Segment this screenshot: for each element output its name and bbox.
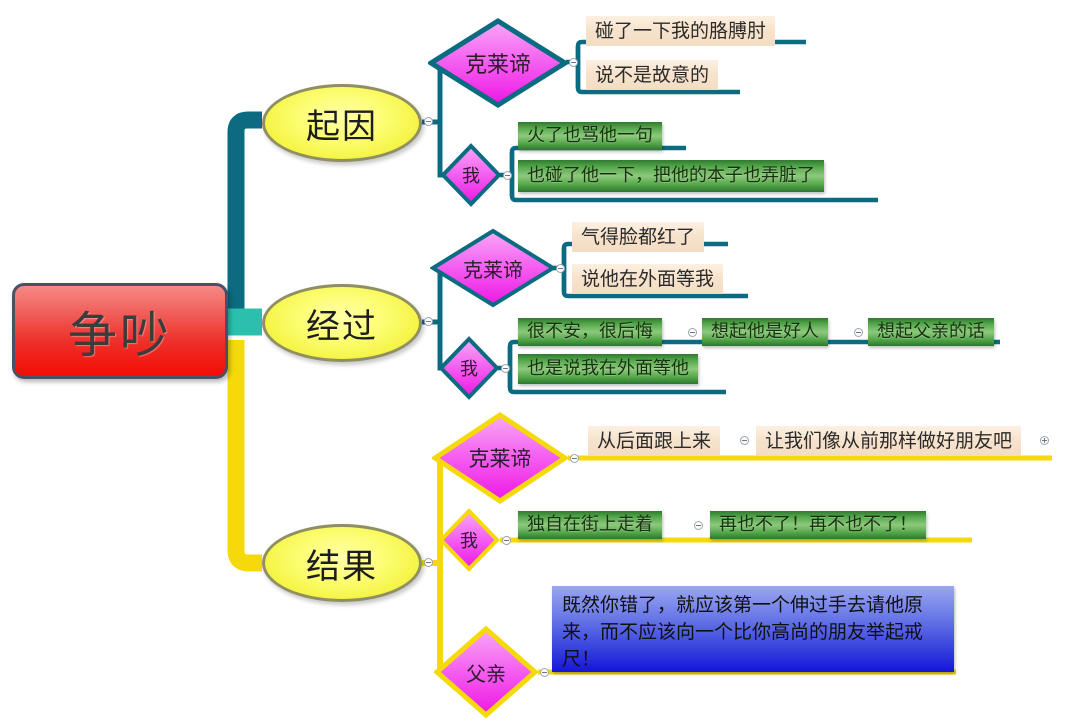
root-node[interactable]: 争吵 bbox=[12, 283, 228, 379]
branch-node-result[interactable]: 结果 bbox=[262, 524, 422, 602]
leaf-text: 也是说我在外面等他 bbox=[527, 358, 689, 380]
leaf-text: 再也不了！再不也不了！ bbox=[719, 514, 917, 536]
collapse-dot-process[interactable] bbox=[424, 317, 433, 326]
diamond-shape bbox=[430, 228, 556, 308]
leaf-text: 想起他是好人 bbox=[711, 321, 819, 343]
collapse-dot-result[interactable] bbox=[424, 558, 433, 567]
diamond-shape bbox=[428, 18, 568, 108]
diamond-shape bbox=[440, 143, 502, 207]
leaf-text: 说不是故意的 bbox=[595, 63, 710, 86]
collapse-dot-sibling[interactable] bbox=[854, 328, 863, 337]
leaf-text: 想起父亲的话 bbox=[877, 321, 985, 343]
branch-node-cause[interactable]: 起因 bbox=[262, 84, 422, 162]
collapse-dot-sibling[interactable] bbox=[694, 521, 703, 530]
collapse-dot-node[interactable] bbox=[556, 264, 565, 273]
node-result-me[interactable]: 我 bbox=[438, 508, 500, 572]
leaf-text: 火了也骂他一句 bbox=[527, 125, 653, 147]
node-process-klaidi[interactable]: 克莱谛 bbox=[430, 228, 556, 308]
leaf-chip[interactable]: 既然你错了，就应该第一个伸过手去请他原来，而不应该向一个比你高尚的朋友举起戒尺！ bbox=[552, 586, 954, 672]
leaf-chip[interactable]: 从后面跟上来 bbox=[588, 426, 721, 456]
leaf-text: 气得脸都红了 bbox=[581, 225, 696, 248]
collapse-dot-node[interactable] bbox=[569, 58, 578, 67]
leaf-text: 碰了一下我的胳膊肘 bbox=[595, 19, 767, 42]
leaf-chip[interactable]: 让我们像从前那样做好朋友吧 bbox=[756, 426, 1022, 456]
node-process-me[interactable]: 我 bbox=[438, 336, 500, 400]
leaf-chip[interactable]: 说他在外面等我 bbox=[572, 264, 724, 294]
diamond-shape bbox=[438, 508, 500, 572]
leaf-text: 也碰了他一下，把他的本子也弄脏了 bbox=[527, 165, 815, 187]
root-label: 争吵 bbox=[67, 306, 172, 364]
leaf-chip[interactable]: 很不安，很后悔 bbox=[518, 318, 662, 346]
collapse-dot-sibling[interactable] bbox=[688, 328, 697, 337]
collapse-dot-sibling[interactable] bbox=[740, 436, 749, 445]
collapse-dot-node[interactable] bbox=[570, 454, 579, 463]
leaf-chip[interactable]: 也碰了他一下，把他的本子也弄脏了 bbox=[518, 160, 824, 192]
collapse-dot-node[interactable] bbox=[540, 668, 549, 677]
leaf-text: 独自在街上走着 bbox=[527, 514, 653, 536]
diamond-shape bbox=[434, 626, 538, 718]
branch-label-cause: 起因 bbox=[306, 106, 378, 147]
branch-node-process[interactable]: 经过 bbox=[262, 284, 422, 362]
diamond-shape bbox=[432, 412, 568, 504]
leaf-chip[interactable]: 想起他是好人 bbox=[702, 318, 828, 346]
node-cause-klaidi[interactable]: 克莱谛 bbox=[428, 18, 568, 108]
leaf-chip[interactable]: 碰了一下我的胳膊肘 bbox=[586, 16, 776, 46]
leaf-chip[interactable]: 独自在街上走着 bbox=[518, 511, 662, 539]
node-cause-me[interactable]: 我 bbox=[440, 143, 502, 207]
expand-dot-sibling[interactable] bbox=[1040, 436, 1049, 445]
leaf-text: 让我们像从前那样做好朋友吧 bbox=[765, 429, 1013, 452]
collapse-dot-cause[interactable] bbox=[424, 117, 433, 126]
branch-label-process: 经过 bbox=[306, 306, 378, 347]
branch-label-result: 结果 bbox=[306, 546, 378, 587]
leaf-chip[interactable]: 也是说我在外面等他 bbox=[518, 354, 698, 384]
leaf-chip[interactable]: 火了也骂他一句 bbox=[518, 122, 662, 150]
node-result-klaidi[interactable]: 克莱谛 bbox=[432, 412, 568, 504]
leaf-text: 既然你错了，就应该第一个伸过手去请他原来，而不应该向一个比你高尚的朋友举起戒尺！ bbox=[562, 594, 924, 670]
collapse-dot-node[interactable] bbox=[503, 171, 512, 180]
collapse-dot-node[interactable] bbox=[502, 536, 511, 545]
leaf-chip[interactable]: 想起父亲的话 bbox=[868, 318, 994, 346]
leaf-chip[interactable]: 再也不了！再不也不了！ bbox=[710, 511, 926, 539]
leaf-text: 很不安，很后悔 bbox=[527, 321, 653, 343]
leaf-text: 说他在外面等我 bbox=[581, 267, 715, 290]
collapse-dot-node[interactable] bbox=[501, 364, 510, 373]
leaf-text: 从后面跟上来 bbox=[597, 429, 712, 452]
leaf-chip[interactable]: 说不是故意的 bbox=[586, 60, 719, 90]
leaf-chip[interactable]: 气得脸都红了 bbox=[572, 222, 705, 252]
diamond-shape bbox=[438, 336, 500, 400]
node-result-father[interactable]: 父亲 bbox=[434, 626, 538, 718]
